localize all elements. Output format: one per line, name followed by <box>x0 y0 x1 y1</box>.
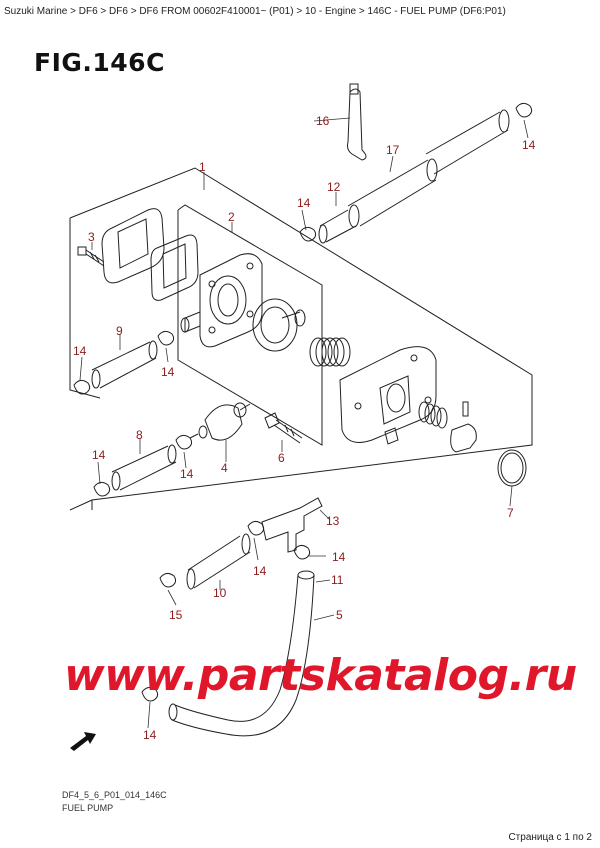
screw-3 <box>77 246 105 267</box>
callout-7[interactable]: 7 <box>507 506 514 520</box>
diaphragm <box>252 298 306 352</box>
figure-name: FUEL PUMP <box>62 803 114 813</box>
callout-14[interactable]: 14 <box>92 448 106 462</box>
valve-spring <box>418 401 477 453</box>
assembly-bracket-outline <box>69 167 533 510</box>
tee-fitting <box>261 497 323 553</box>
callout-3[interactable]: 3 <box>88 230 95 244</box>
callout-15[interactable]: 15 <box>169 608 183 622</box>
callout-11[interactable]: 11 <box>331 573 344 587</box>
diaphragm-spring <box>309 337 351 367</box>
hose-9 <box>91 340 158 389</box>
hose-5 <box>168 570 315 737</box>
page-indicator: Страница с 1 по 2 <box>508 832 592 843</box>
breadcrumb: Suzuki Marine > DF6 > DF6 > DF6 FROM 006… <box>4 6 506 17</box>
callout-12[interactable]: 12 <box>327 180 341 194</box>
callout-5[interactable]: 5 <box>336 608 343 622</box>
figure-title: FIG.146C <box>34 48 165 77</box>
callout-2[interactable]: 2 <box>228 210 235 224</box>
pump-housing <box>339 346 437 445</box>
callout-1[interactable]: 1 <box>199 160 206 174</box>
callout-8[interactable]: 8 <box>136 428 143 442</box>
hose-12 <box>318 209 357 244</box>
hose-clips <box>73 102 533 702</box>
callout-14[interactable]: 14 <box>332 550 346 564</box>
gasket-set <box>101 208 199 301</box>
forward-arrow-icon <box>70 732 96 751</box>
callout-14[interactable]: 14 <box>73 344 87 358</box>
hose-17 <box>347 109 510 228</box>
callout-17[interactable]: 17 <box>386 143 400 157</box>
fuel-filter <box>189 402 251 441</box>
assembly-bracket-bottom <box>69 218 101 399</box>
watermark-logo: www.partskatalog.ru <box>64 650 577 701</box>
clamp-16 <box>347 83 367 161</box>
callout-10[interactable]: 10 <box>213 586 227 600</box>
callout-14[interactable]: 14 <box>297 196 311 210</box>
callout-14[interactable]: 14 <box>143 728 157 742</box>
figure-code: DF4_5_6_P01_014_146C <box>62 790 167 800</box>
pump-cover <box>180 253 263 348</box>
hose-10 <box>186 533 251 590</box>
callout-14[interactable]: 14 <box>253 564 267 578</box>
callout-14[interactable]: 14 <box>161 365 175 379</box>
callout-13[interactable]: 13 <box>326 514 340 528</box>
callout-9[interactable]: 9 <box>116 324 123 338</box>
callout-16[interactable]: 16 <box>316 114 330 128</box>
callout-6[interactable]: 6 <box>278 451 285 465</box>
o-ring <box>497 449 527 487</box>
pump-body-bracket <box>177 204 323 446</box>
hose-8 <box>111 444 177 491</box>
callout-4[interactable]: 4 <box>221 461 228 475</box>
callout-14[interactable]: 14 <box>522 138 536 152</box>
callout-14[interactable]: 14 <box>180 467 194 481</box>
bolt-6 <box>264 412 303 444</box>
